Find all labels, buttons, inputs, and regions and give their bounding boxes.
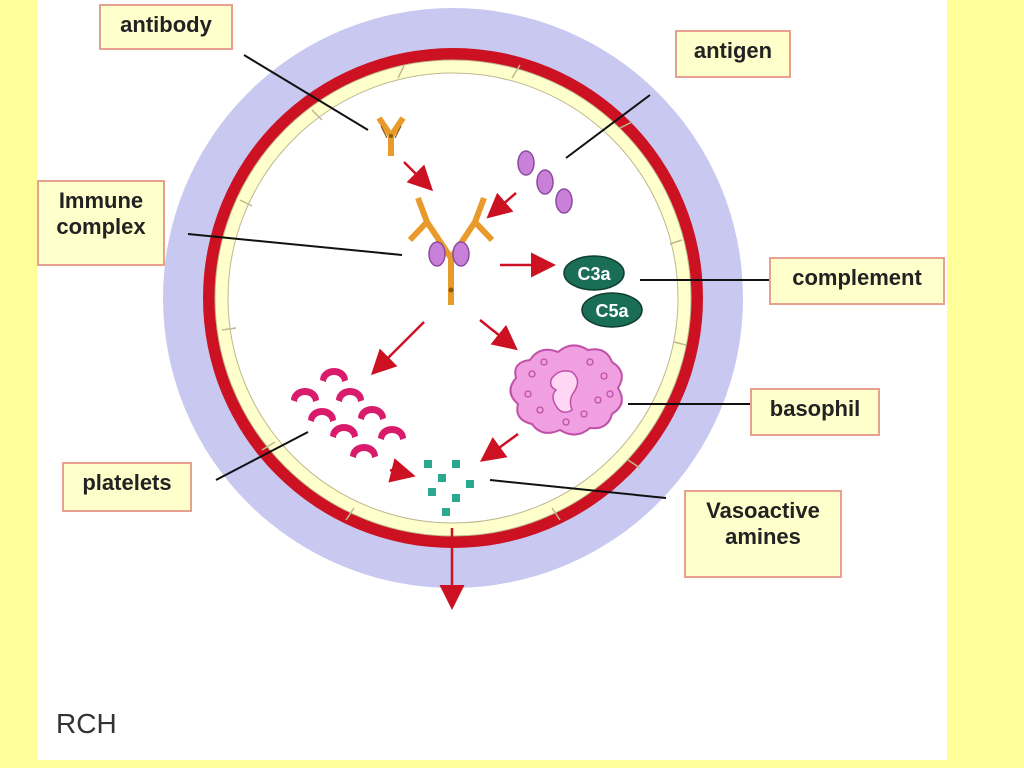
label-immune-complex-line1: Immune [58, 188, 144, 213]
label-antibody: antibody [99, 4, 233, 50]
label-basophil: basophil [750, 388, 880, 436]
c3a-tag: C3a [577, 264, 611, 284]
label-vasoactive-line2: amines [725, 524, 801, 549]
leader-lines [187, 54, 770, 499]
complement-icon: C3a C5a [563, 255, 643, 328]
label-complement: complement [769, 257, 945, 305]
endothelial-cell-junctions [221, 64, 687, 521]
label-vasoactive-line1: Vasoactive [706, 498, 820, 523]
basophil-icon [509, 344, 623, 436]
flow-arrows [370, 161, 556, 610]
c5a-tag: C5a [595, 301, 629, 321]
label-platelets: platelets [62, 462, 192, 512]
antigen-icon [517, 150, 573, 214]
credit-text: RCH [56, 708, 117, 739]
vasoactive-amines-icon [424, 460, 474, 516]
label-immune-complex-line2: complex [56, 214, 146, 239]
label-antigen: antigen [675, 30, 791, 78]
label-immune-complex: Immune complex [37, 180, 165, 266]
immune-complex-icon [407, 196, 495, 305]
label-vasoactive-amines: Vasoactive amines [684, 490, 842, 578]
